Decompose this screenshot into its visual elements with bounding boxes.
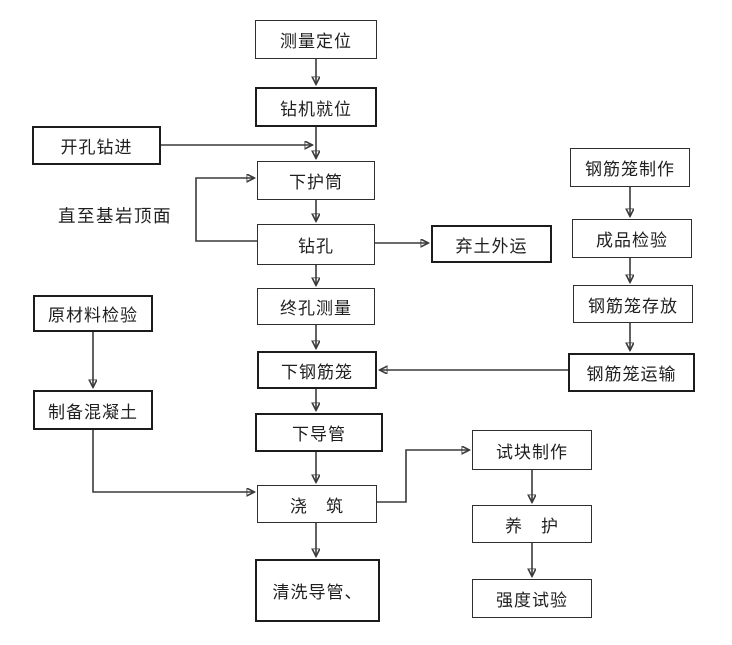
node-concrete-preparation: 制备混凝土 bbox=[33, 390, 153, 430]
node-curing: 养 护 bbox=[472, 505, 592, 543]
node-finished-product-inspection: 成品检验 bbox=[572, 219, 692, 258]
node-survey-positioning: 测量定位 bbox=[255, 20, 377, 59]
node-lower-casing: 下护筒 bbox=[257, 161, 375, 200]
node-lower-tremie-pipe: 下导管 bbox=[255, 413, 383, 452]
node-rebar-cage-transport: 钢筋笼运输 bbox=[568, 353, 695, 392]
node-concrete-pouring: 浇 筑 bbox=[257, 485, 377, 523]
node-spoil-removal: 弃土外运 bbox=[431, 225, 552, 263]
node-test-block-making: 试块制作 bbox=[472, 430, 592, 470]
node-lower-rebar-cage: 下钢筋笼 bbox=[257, 351, 377, 389]
node-drill-rig-in-place: 钻机就位 bbox=[255, 87, 377, 127]
arrow-pouring-to-test-block bbox=[377, 450, 469, 503]
node-drilling: 钻孔 bbox=[257, 224, 375, 265]
node-rebar-cage-storage: 钢筋笼存放 bbox=[573, 285, 693, 323]
node-rebar-cage-fabrication: 钢筋笼制作 bbox=[570, 148, 690, 187]
label-until-bedrock-top: 直至基岩顶面 bbox=[58, 206, 172, 226]
node-strength-test: 强度试验 bbox=[472, 579, 592, 618]
node-final-hole-survey: 终孔测量 bbox=[257, 288, 375, 325]
arrow-concrete-to-pouring bbox=[92, 430, 254, 492]
node-clean-tremie-pipe: 清洗导管、 bbox=[255, 559, 380, 622]
node-raw-material-inspection: 原材料检验 bbox=[33, 295, 153, 332]
node-open-hole-drilling: 开孔钻进 bbox=[32, 126, 161, 165]
arrow-drilling-loop-to-casing bbox=[195, 178, 257, 242]
